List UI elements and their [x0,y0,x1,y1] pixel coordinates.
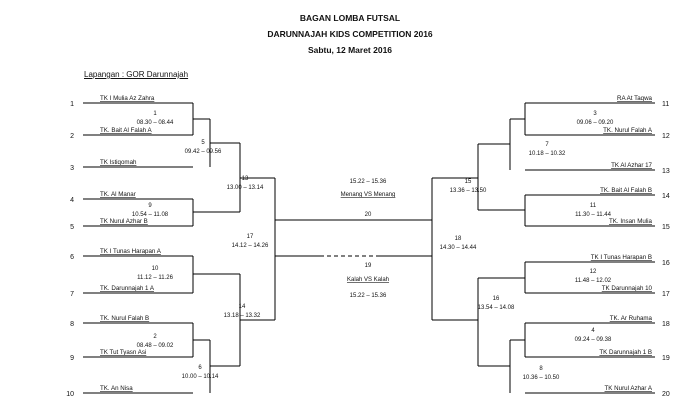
seed-number: 3 [70,165,74,172]
seed-number: 11 [662,101,669,108]
seed-number: 19 [662,355,670,362]
match-number: 6 [198,365,202,371]
bracket-title: BAGAN LOMBA FUTSAL [299,13,401,23]
team-name: TK. Bait Al Falah A [100,127,152,134]
competition-name: DARUNNAJAH KIDS COMPETITION 2016 [267,29,433,39]
third-place-time: 15.22 – 15.36 [350,293,387,299]
third-place-label: Kalah VS Kalah [347,277,389,283]
match-time: 09.42 – 09.56 [185,149,222,155]
match-time: 14.30 – 14.44 [440,245,477,251]
seed-number: 8 [70,321,74,328]
match-number: 14 [239,304,246,310]
team-name: TK. Ar Ruhama [610,315,653,322]
team-name: TK. An Nisa [100,385,133,392]
match-time: 10.00 – 10.14 [182,374,219,380]
match-time: 08.48 – 09.02 [137,343,174,349]
final-label: Menang VS Menang [341,192,396,198]
match-time: 14.12 – 14.26 [232,243,269,249]
match-number: 17 [247,234,254,240]
seed-number: 4 [70,197,74,204]
team-name: TK. Insan Mulia [609,218,653,225]
match-time: 10.54 – 11.08 [132,212,169,218]
final-time: 15.22 – 15.36 [350,179,387,185]
match-time: 09.06 – 09.20 [577,120,614,126]
match-number: 5 [201,140,205,146]
match-number: 1 [153,111,157,117]
team-name: TK. Al Manar [100,191,136,198]
match-number: 10 [152,266,159,272]
match-time: 13.00 – 13.14 [227,185,264,191]
match-number: 2 [153,334,157,340]
team-name: TK I Tunas Harapan B [591,254,652,261]
seed-number: 14 [662,193,670,200]
team-name: TK I Mulia Az Zahra [100,95,155,102]
match-time: 11.12 – 11.26 [137,275,173,281]
third-place-number: 19 [365,263,372,269]
match-number: 18 [455,236,462,242]
team-name: TK. Nurul Falah A [603,127,653,134]
team-name: TK Darunnajah 10 [602,285,653,292]
seed-number: 10 [66,391,74,398]
match-time: 11.30 – 11.44 [575,212,611,218]
match-number: 3 [593,111,597,117]
match-number: 7 [545,142,549,148]
seed-number: 16 [662,260,670,267]
final-match-number: 20 [365,212,372,218]
team-name: RA At Taqwa [617,95,653,102]
event-date: Sabtu, 12 Maret 2016 [307,45,393,55]
seed-number: 18 [662,321,670,328]
seed-number: 5 [70,224,74,231]
team-name: TK I Tunas Harapan A [100,248,162,255]
seed-number: 20 [662,391,670,398]
team-name: TK Nurul Azhar B [100,218,148,225]
match-number: 13 [242,176,249,182]
team-name: TK Tut Tyasn Asi [100,349,146,356]
team-name: TK Istiqomah [100,159,137,166]
match-number: 4 [591,328,595,334]
seed-number: 2 [70,133,74,140]
team-name: TK Nurul Azhar A [605,385,653,392]
seed-number: 17 [662,291,670,298]
match-time: 09.24 – 09.38 [575,337,612,343]
team-name: TK Al Azhar 17 [611,162,652,169]
match-time: 13.54 – 14.08 [478,305,515,311]
match-number: 12 [590,269,597,275]
match-time: 10.36 – 10.50 [523,375,560,381]
match-number: 11 [590,203,597,209]
seed-number: 15 [662,224,670,231]
match-time: 13.36 – 13.50 [450,188,487,194]
seed-number: 6 [70,254,74,261]
team-name: TK. Nurul Falah B [100,315,149,322]
match-time: 08.30 – 08.44 [137,120,174,126]
seed-number: 7 [70,291,74,298]
venue-label: Lapangan : GOR Darunnajah [84,70,189,79]
team-name: TK Darunnajah 1 B [599,349,652,356]
team-name: TK. Darunnajah 1 A [100,285,155,292]
match-time: 10.18 – 10.32 [529,151,566,157]
seed-number: 13 [662,168,670,175]
seed-number: 9 [70,355,74,362]
team-name: TK. Bait Al Falah B [600,187,652,194]
match-number: 15 [465,179,472,185]
match-number: 9 [148,203,152,209]
match-number: 16 [493,296,500,302]
match-number: 8 [539,366,543,372]
match-time: 11.48 – 12.02 [575,278,612,284]
seed-number: 1 [70,101,74,108]
seed-number: 12 [662,133,670,140]
match-time: 13.18 – 13.32 [224,313,261,319]
